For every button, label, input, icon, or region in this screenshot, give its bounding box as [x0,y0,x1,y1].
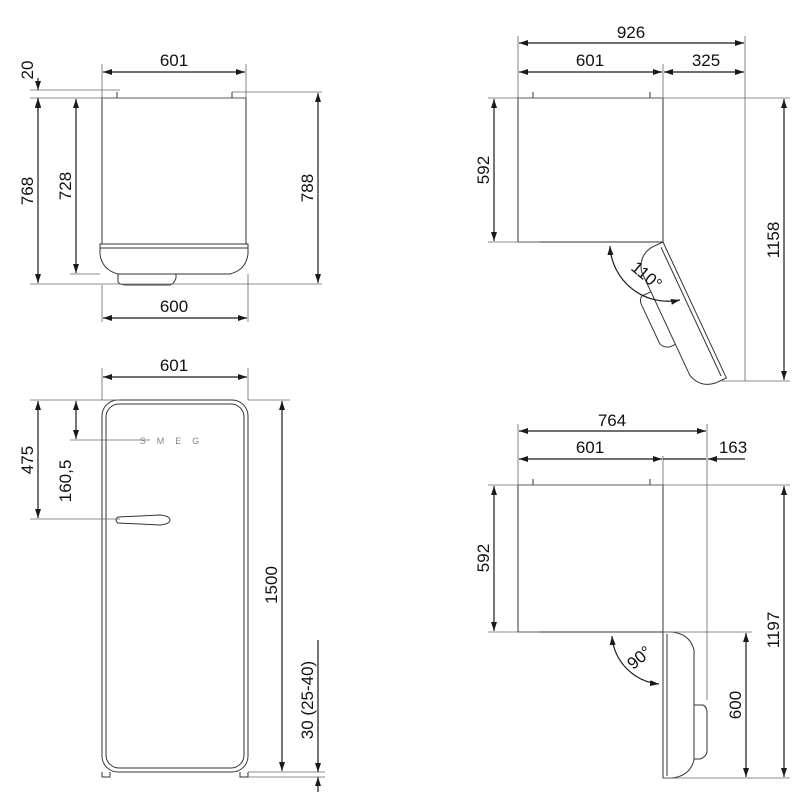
angle-110: 110° [627,258,665,294]
dim-163: 163 [719,438,747,457]
angle-90: 90° [624,642,656,673]
dim-592-90: 592 [474,544,493,572]
dim-728: 728 [56,172,75,200]
cabinet-outline [101,97,247,245]
fridge-front-outline [101,399,249,773]
hinge-mark [116,92,233,98]
fridge-front-inner [105,403,245,769]
dim-768: 768 [18,177,37,205]
foot [101,772,249,778]
dim-1500: 1500 [262,566,281,604]
dim-601-top: 601 [160,51,188,70]
dim-592-110: 592 [474,156,493,184]
dim-764: 764 [598,411,626,430]
brand-logo: SMEG [140,436,211,446]
dim-30: 30 (25-40) [298,661,317,739]
dim-600-90: 600 [726,691,745,719]
plan-view-90: 90° 764 601 163 592 600 1197 [474,411,790,779]
dim-926: 926 [617,23,645,42]
cabinet-outline [517,97,664,243]
hinge-mark [532,479,651,485]
dim-601-front: 601 [160,356,188,375]
dim-1197: 1197 [764,612,783,649]
front-view: SMEG 601 475 160,5 1500 30 (25-40) [18,356,325,792]
dim-600: 600 [160,297,188,316]
dim-160-5: 160,5 [56,460,75,503]
handle-outline [117,274,177,286]
dim-1158: 1158 [764,222,783,259]
door-open-90 [662,631,708,779]
dim-325: 325 [692,51,720,70]
dim-20: 20 [18,61,37,80]
dim-475: 475 [18,446,37,474]
dim-601-90: 601 [576,438,604,457]
plan-view-closed: 601 600 20 768 728 788 [18,51,322,322]
door-outline [99,243,249,275]
dim-601-110: 601 [576,51,604,70]
door-handle [115,514,171,526]
plan-view-110: 110° 926 601 325 592 1158 [474,23,790,385]
cabinet-outline [517,484,664,633]
hinge-mark [532,92,651,98]
dim-788: 788 [298,174,317,202]
